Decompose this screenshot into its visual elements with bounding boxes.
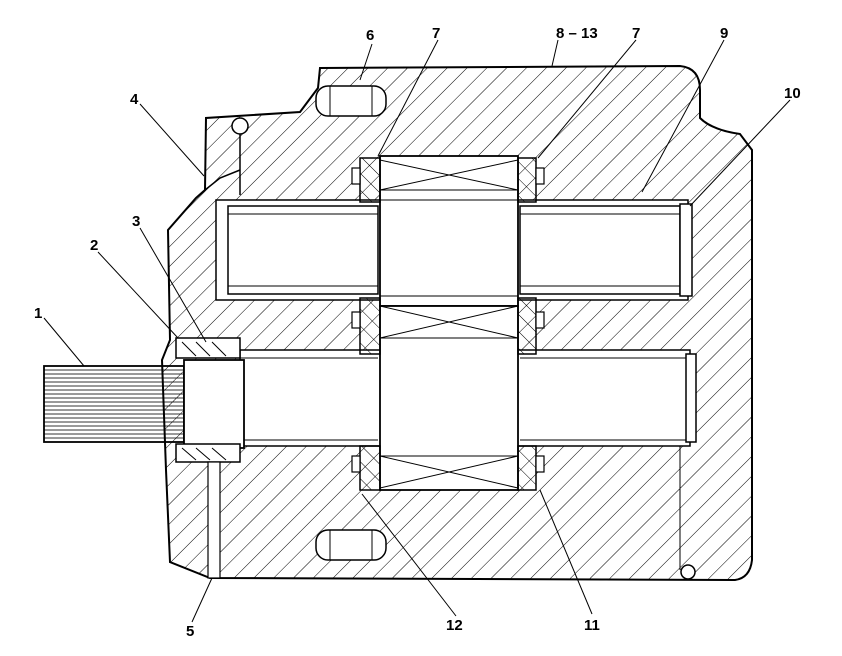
callout-7-right: 7	[632, 25, 640, 42]
leader-lines	[43, 39, 791, 623]
callout-6: 6	[366, 27, 374, 44]
callout-5: 5	[186, 623, 194, 640]
side-plates	[351, 157, 545, 491]
callout-labels: 1 2 3 4 5 6 7 8 – 13 7 9 10 11 12	[34, 25, 801, 640]
callout-3: 3	[132, 213, 140, 230]
callout-11: 11	[584, 617, 600, 634]
callout-12: 12	[446, 617, 463, 634]
callout-7-left: 7	[432, 25, 440, 42]
callout-1: 1	[34, 305, 42, 322]
drive-shaft	[43, 359, 245, 449]
callout-10: 10	[784, 85, 801, 102]
callout-2: 2	[90, 237, 98, 254]
callout-8-13: 8 – 13	[556, 25, 598, 42]
shaft-seal	[175, 337, 241, 463]
callout-9: 9	[720, 25, 728, 42]
callout-4: 4	[130, 91, 139, 108]
gear-pair	[379, 155, 519, 491]
plugs-and-dowels	[207, 85, 696, 580]
